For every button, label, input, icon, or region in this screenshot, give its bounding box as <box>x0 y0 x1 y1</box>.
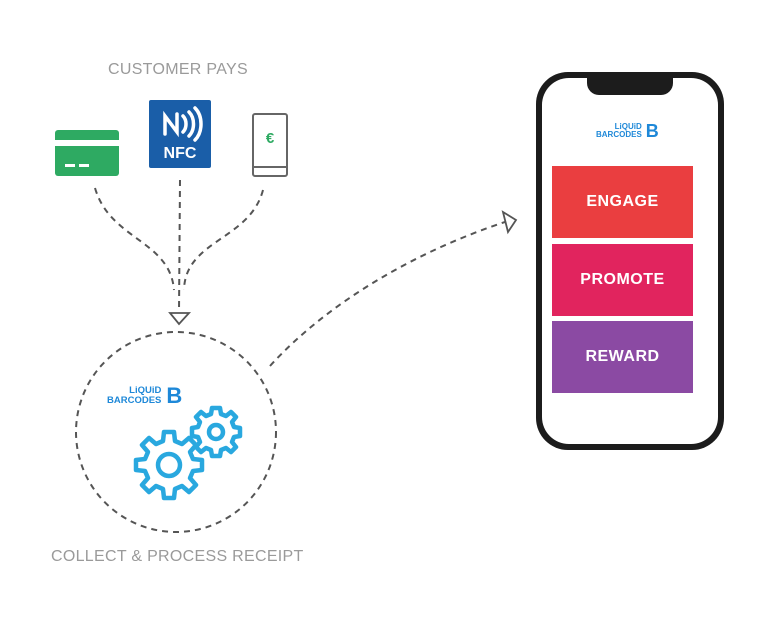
reward-button[interactable]: REWARD <box>552 321 693 393</box>
nfc-icon: NFC <box>149 100 211 168</box>
card-stripe <box>55 140 119 146</box>
large-gear-icon <box>133 429 205 501</box>
arrowhead-down <box>168 312 192 326</box>
mobile-wallet-icon: € <box>252 113 288 177</box>
brand-logo: LiQUiD BARCODES B <box>107 383 183 408</box>
promote-label: PROMOTE <box>580 271 665 288</box>
card-dash <box>65 164 75 167</box>
collect-process-caption: COLLECT & PROCESS RECEIPT <box>51 548 304 565</box>
euro-symbol: € <box>265 130 275 147</box>
connector-wallet <box>183 189 264 291</box>
phone-brand-logo: LiQUiD BARCODES B <box>596 121 659 141</box>
phone-screen: LiQUiD BARCODES B ENGAGE PROMOTE REWARD <box>542 78 718 444</box>
process-circle <box>75 331 277 533</box>
brand-line2: BARCODES <box>107 395 162 406</box>
connector-nfc <box>178 179 181 313</box>
nfc-label: NFC <box>163 145 197 162</box>
phone-brand-line2: BARCODES <box>596 130 642 139</box>
brand-wordmark: LiQUiD BARCODES <box>107 386 161 406</box>
phone-bottom-bar <box>254 166 286 168</box>
engage-label: ENGAGE <box>586 193 659 210</box>
phone-brand-line1: LiQUiD <box>614 122 642 131</box>
engage-button[interactable]: ENGAGE <box>552 166 693 238</box>
card-dash <box>79 164 89 167</box>
card-icon <box>55 130 119 176</box>
brand-mark: B <box>166 383 183 408</box>
brand-line1: LiQUiD <box>129 385 162 396</box>
phone-notch <box>587 78 673 95</box>
customer-pays-caption: CUSTOMER PAYS <box>108 61 248 78</box>
gears-icon <box>133 405 243 501</box>
phone-brand-mark: B <box>645 121 659 141</box>
promote-button[interactable]: PROMOTE <box>552 244 693 316</box>
connector-to-phone <box>269 221 506 367</box>
arrowhead-right <box>501 210 518 235</box>
reward-label: REWARD <box>585 348 660 365</box>
small-gear-icon <box>189 405 243 459</box>
phone-brand-wordmark: LiQUiD BARCODES <box>596 123 642 139</box>
nfc-waves-icon <box>163 106 203 142</box>
connector-card <box>94 187 175 291</box>
phone-mockup: LiQUiD BARCODES B ENGAGE PROMOTE REWARD <box>536 72 724 450</box>
